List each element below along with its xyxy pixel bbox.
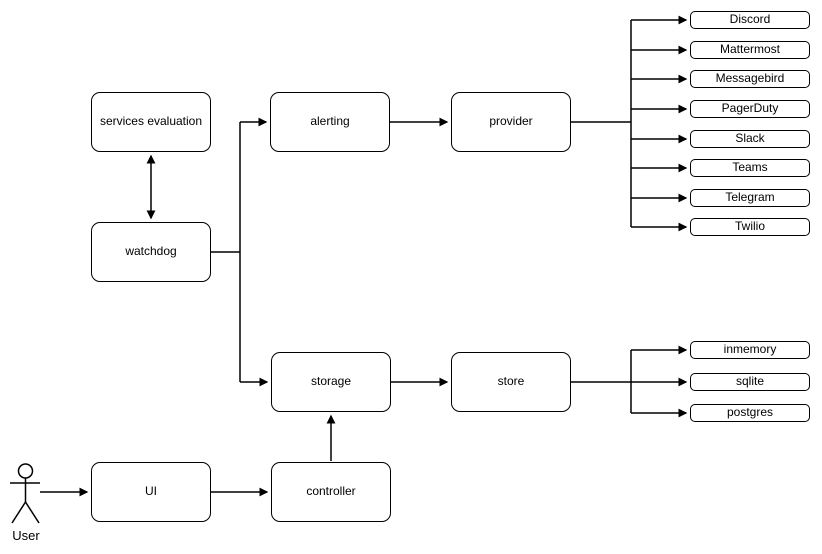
node-discord: Discord [690, 11, 810, 29]
node-mattermost: Mattermost [690, 41, 810, 59]
node-inmemory: inmemory [690, 341, 810, 359]
node-teams: Teams [690, 159, 810, 177]
node-sqlite: sqlite [690, 373, 810, 391]
node-watchdog: watchdog [91, 222, 211, 282]
node-controller: controller [271, 462, 391, 522]
node-postgres: postgres [690, 404, 810, 422]
node-provider: provider [451, 92, 571, 152]
node-store: store [451, 352, 571, 412]
node-alerting: alerting [270, 92, 390, 152]
node-twilio: Twilio [690, 218, 810, 236]
node-storage: storage [271, 352, 391, 412]
node-ui: UI [91, 462, 211, 522]
node-slack: Slack [690, 130, 810, 148]
node-services-evaluation: services evaluation [91, 92, 211, 152]
node-pagerduty: PagerDuty [690, 100, 810, 118]
node-messagebird: Messagebird [690, 70, 810, 88]
user-actor-label: User [12, 528, 40, 543]
node-telegram: Telegram [690, 189, 810, 207]
user-actor-icon [10, 463, 40, 524]
